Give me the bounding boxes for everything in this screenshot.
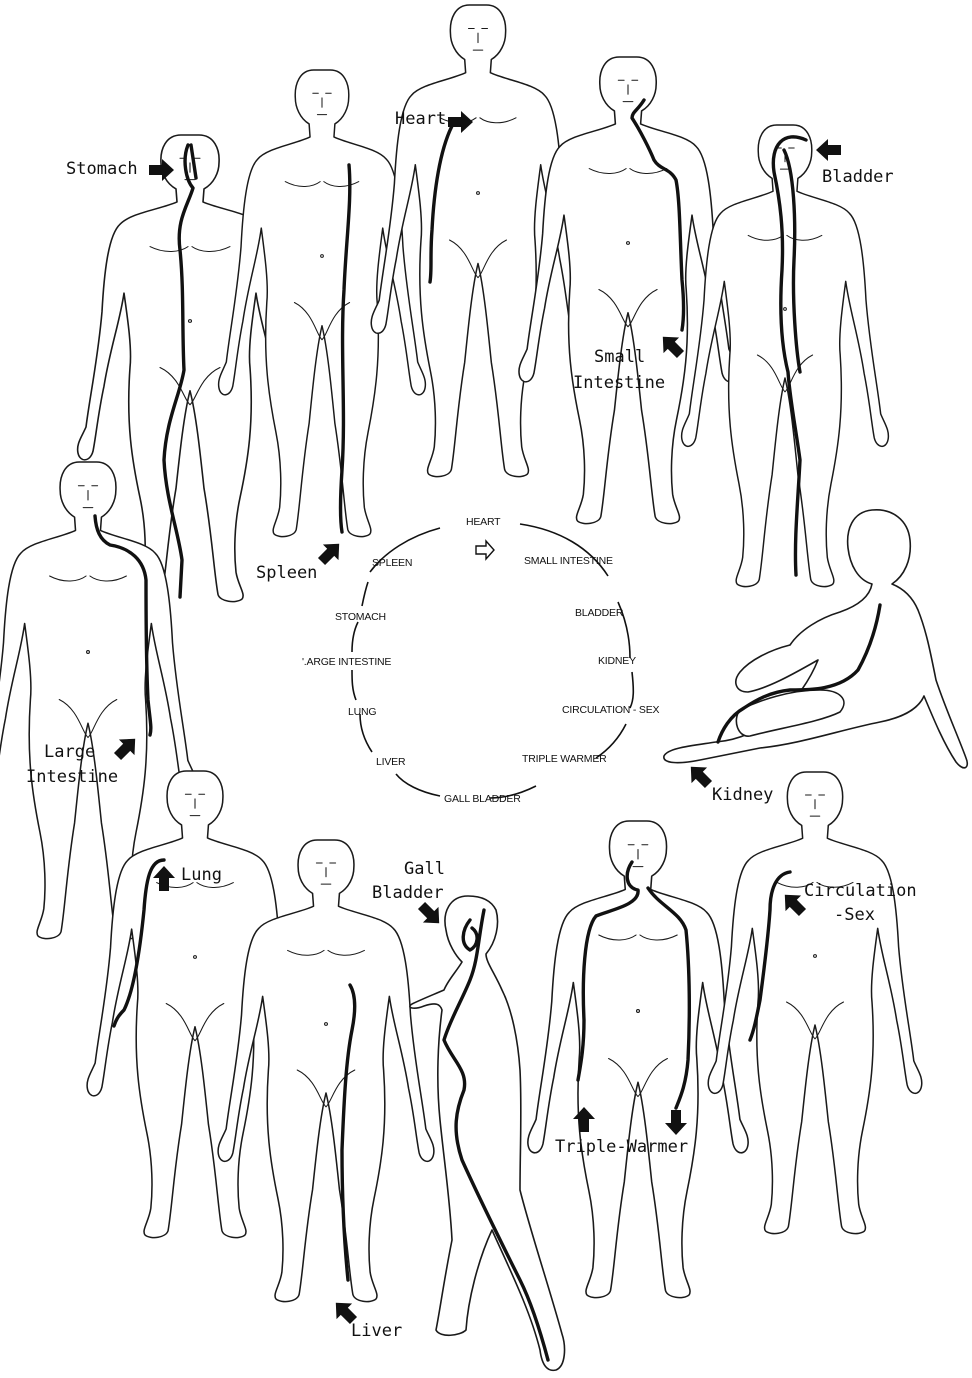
cycle-spleen: SPLEEN (372, 557, 412, 569)
label-heart: Heart (395, 109, 446, 129)
label-small-intestine-1: Small (594, 347, 645, 367)
figure-circulation-sex (708, 772, 922, 1234)
cycle-heart: HEART (466, 516, 501, 528)
label-stomach: Stomach (66, 159, 138, 179)
label-lung: Lung (181, 865, 222, 885)
cycle-circulation-sex: CIRCULATION - SEX (562, 704, 660, 716)
label-large-intestine-1: Large (44, 742, 95, 762)
cycle-bladder: BLADDER (575, 607, 624, 619)
arrow-spleen (314, 536, 347, 569)
label-gall-bladder-2: Bladder (372, 883, 444, 903)
label-liver: Liver (351, 1321, 402, 1341)
cycle-triple-warmer: TRIPLE WARMER (522, 753, 607, 765)
label-circulation-sex-1: Circulation (804, 881, 917, 901)
cycle-kidney: KIDNEY (598, 655, 636, 667)
cycle-diagram: HEART SMALL INTESTINE BLADDER KIDNEY CIR… (302, 516, 660, 805)
label-large-intestine-2: Intestine (26, 767, 118, 787)
cycle-large-intestine: '.ARGE INTESTINE (302, 656, 391, 668)
cycle-liver: LIVER (376, 756, 406, 768)
label-small-intestine-2: Intestine (573, 373, 665, 393)
figure-triple-warmer (528, 821, 748, 1298)
label-bladder: Bladder (822, 167, 894, 187)
cycle-small-intestine: SMALL INTESTINE (524, 555, 613, 567)
arrow-bladder (816, 139, 841, 161)
label-kidney: Kidney (712, 785, 773, 805)
label-triple-warmer: Triple-Warmer (555, 1137, 688, 1157)
hollow-arrow-right-icon (476, 541, 494, 559)
cycle-gall-bladder: GALL BLADDER (444, 793, 521, 805)
label-spleen: Spleen (256, 563, 317, 583)
label-gall-bladder-1: Gall (404, 859, 445, 879)
cycle-lung: LUNG (348, 706, 376, 718)
cycle-stomach: STOMACH (335, 611, 386, 623)
label-circulation-sex-2: -Sex (834, 905, 875, 925)
